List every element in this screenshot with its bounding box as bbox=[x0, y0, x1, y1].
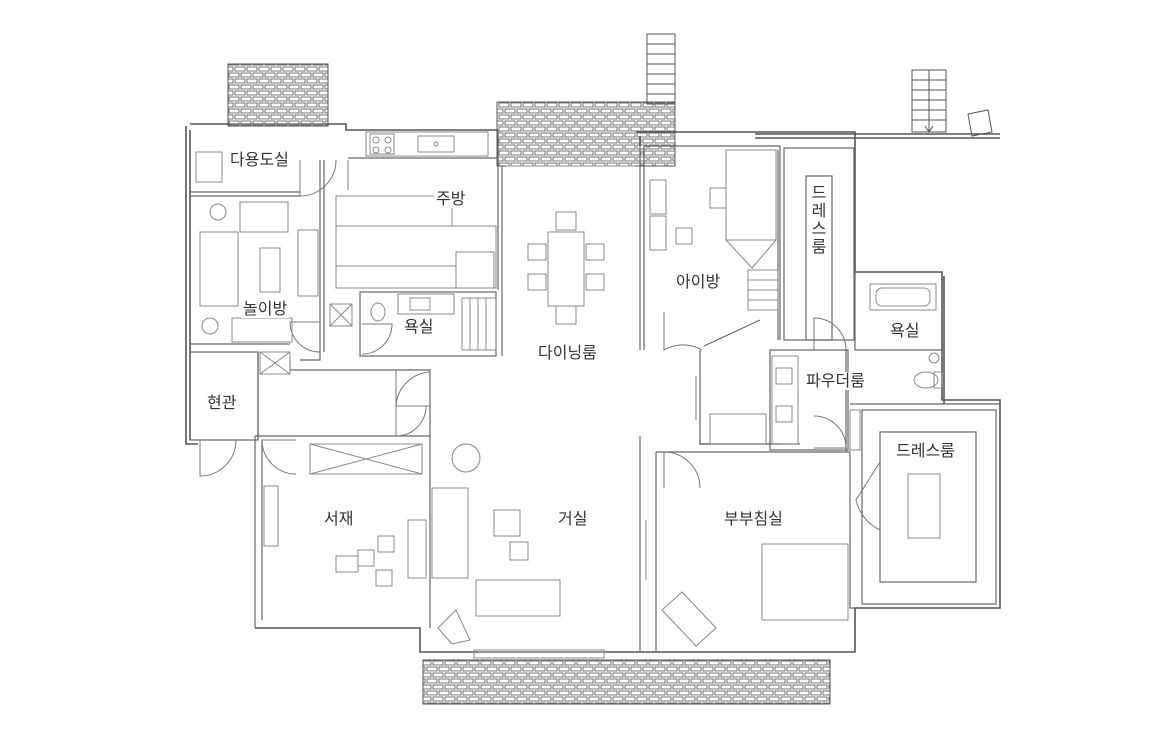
room-label-living: 거실 bbox=[556, 509, 590, 528]
room-label-bath2: 욕실 bbox=[888, 321, 922, 340]
room-label-dining: 다이닝룸 bbox=[536, 343, 599, 362]
outdoor-stairs-left bbox=[646, 33, 676, 105]
exterior-wall-top-right bbox=[755, 133, 1000, 139]
room-label-entrance: 현관 bbox=[205, 393, 239, 412]
room-label-playroom: 놀이방 bbox=[241, 299, 290, 318]
room-label-kidsroom: 아이방 bbox=[674, 272, 723, 291]
balcony-top-left bbox=[227, 63, 329, 127]
windows bbox=[230, 123, 647, 653]
furniture bbox=[195, 131, 943, 659]
room-label-kitchen: 주방 bbox=[434, 189, 468, 208]
room-label-dressroom-small: 드레스룸 bbox=[808, 184, 827, 256]
balcony-bottom bbox=[422, 659, 831, 705]
room-label-master: 부부침실 bbox=[722, 509, 785, 528]
outdoor-stairs-right bbox=[911, 69, 993, 137]
balcony-top-center bbox=[496, 101, 676, 167]
room-label-utility: 다용도실 bbox=[228, 150, 291, 169]
interior-walls bbox=[189, 130, 1000, 652]
room-label-dressroom-master: 드레스룸 bbox=[894, 441, 957, 460]
room-label-bath1: 욕실 bbox=[402, 317, 436, 336]
exterior-walls bbox=[185, 123, 1001, 653]
doors bbox=[199, 159, 881, 531]
room-label-powder: 파우더룸 bbox=[804, 371, 867, 390]
room-label-study: 서재 bbox=[322, 509, 356, 528]
